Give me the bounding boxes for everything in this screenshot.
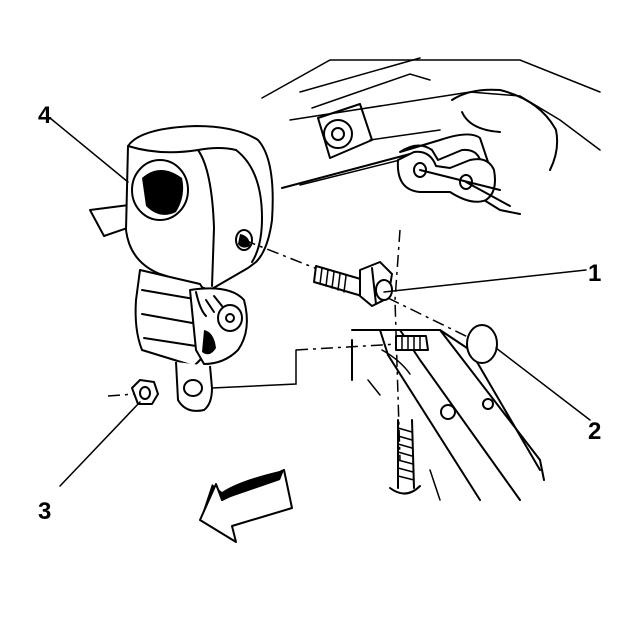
nut bbox=[131, 379, 159, 405]
callout-label-1: 1 bbox=[588, 260, 602, 287]
seat-belt-retractor bbox=[125, 125, 274, 412]
wiring-harness bbox=[389, 419, 421, 495]
callout-label-3: 3 bbox=[38, 498, 52, 525]
leader-lines bbox=[49, 117, 591, 487]
stud bbox=[395, 335, 429, 351]
b-pillar bbox=[351, 229, 545, 501]
front-direction-arrow bbox=[199, 469, 293, 543]
mounting-bracket bbox=[396, 133, 511, 207]
bolt bbox=[313, 261, 393, 307]
callout-label-2: 2 bbox=[588, 418, 602, 445]
plug bbox=[466, 324, 498, 364]
callout-label-4: 4 bbox=[38, 102, 52, 129]
